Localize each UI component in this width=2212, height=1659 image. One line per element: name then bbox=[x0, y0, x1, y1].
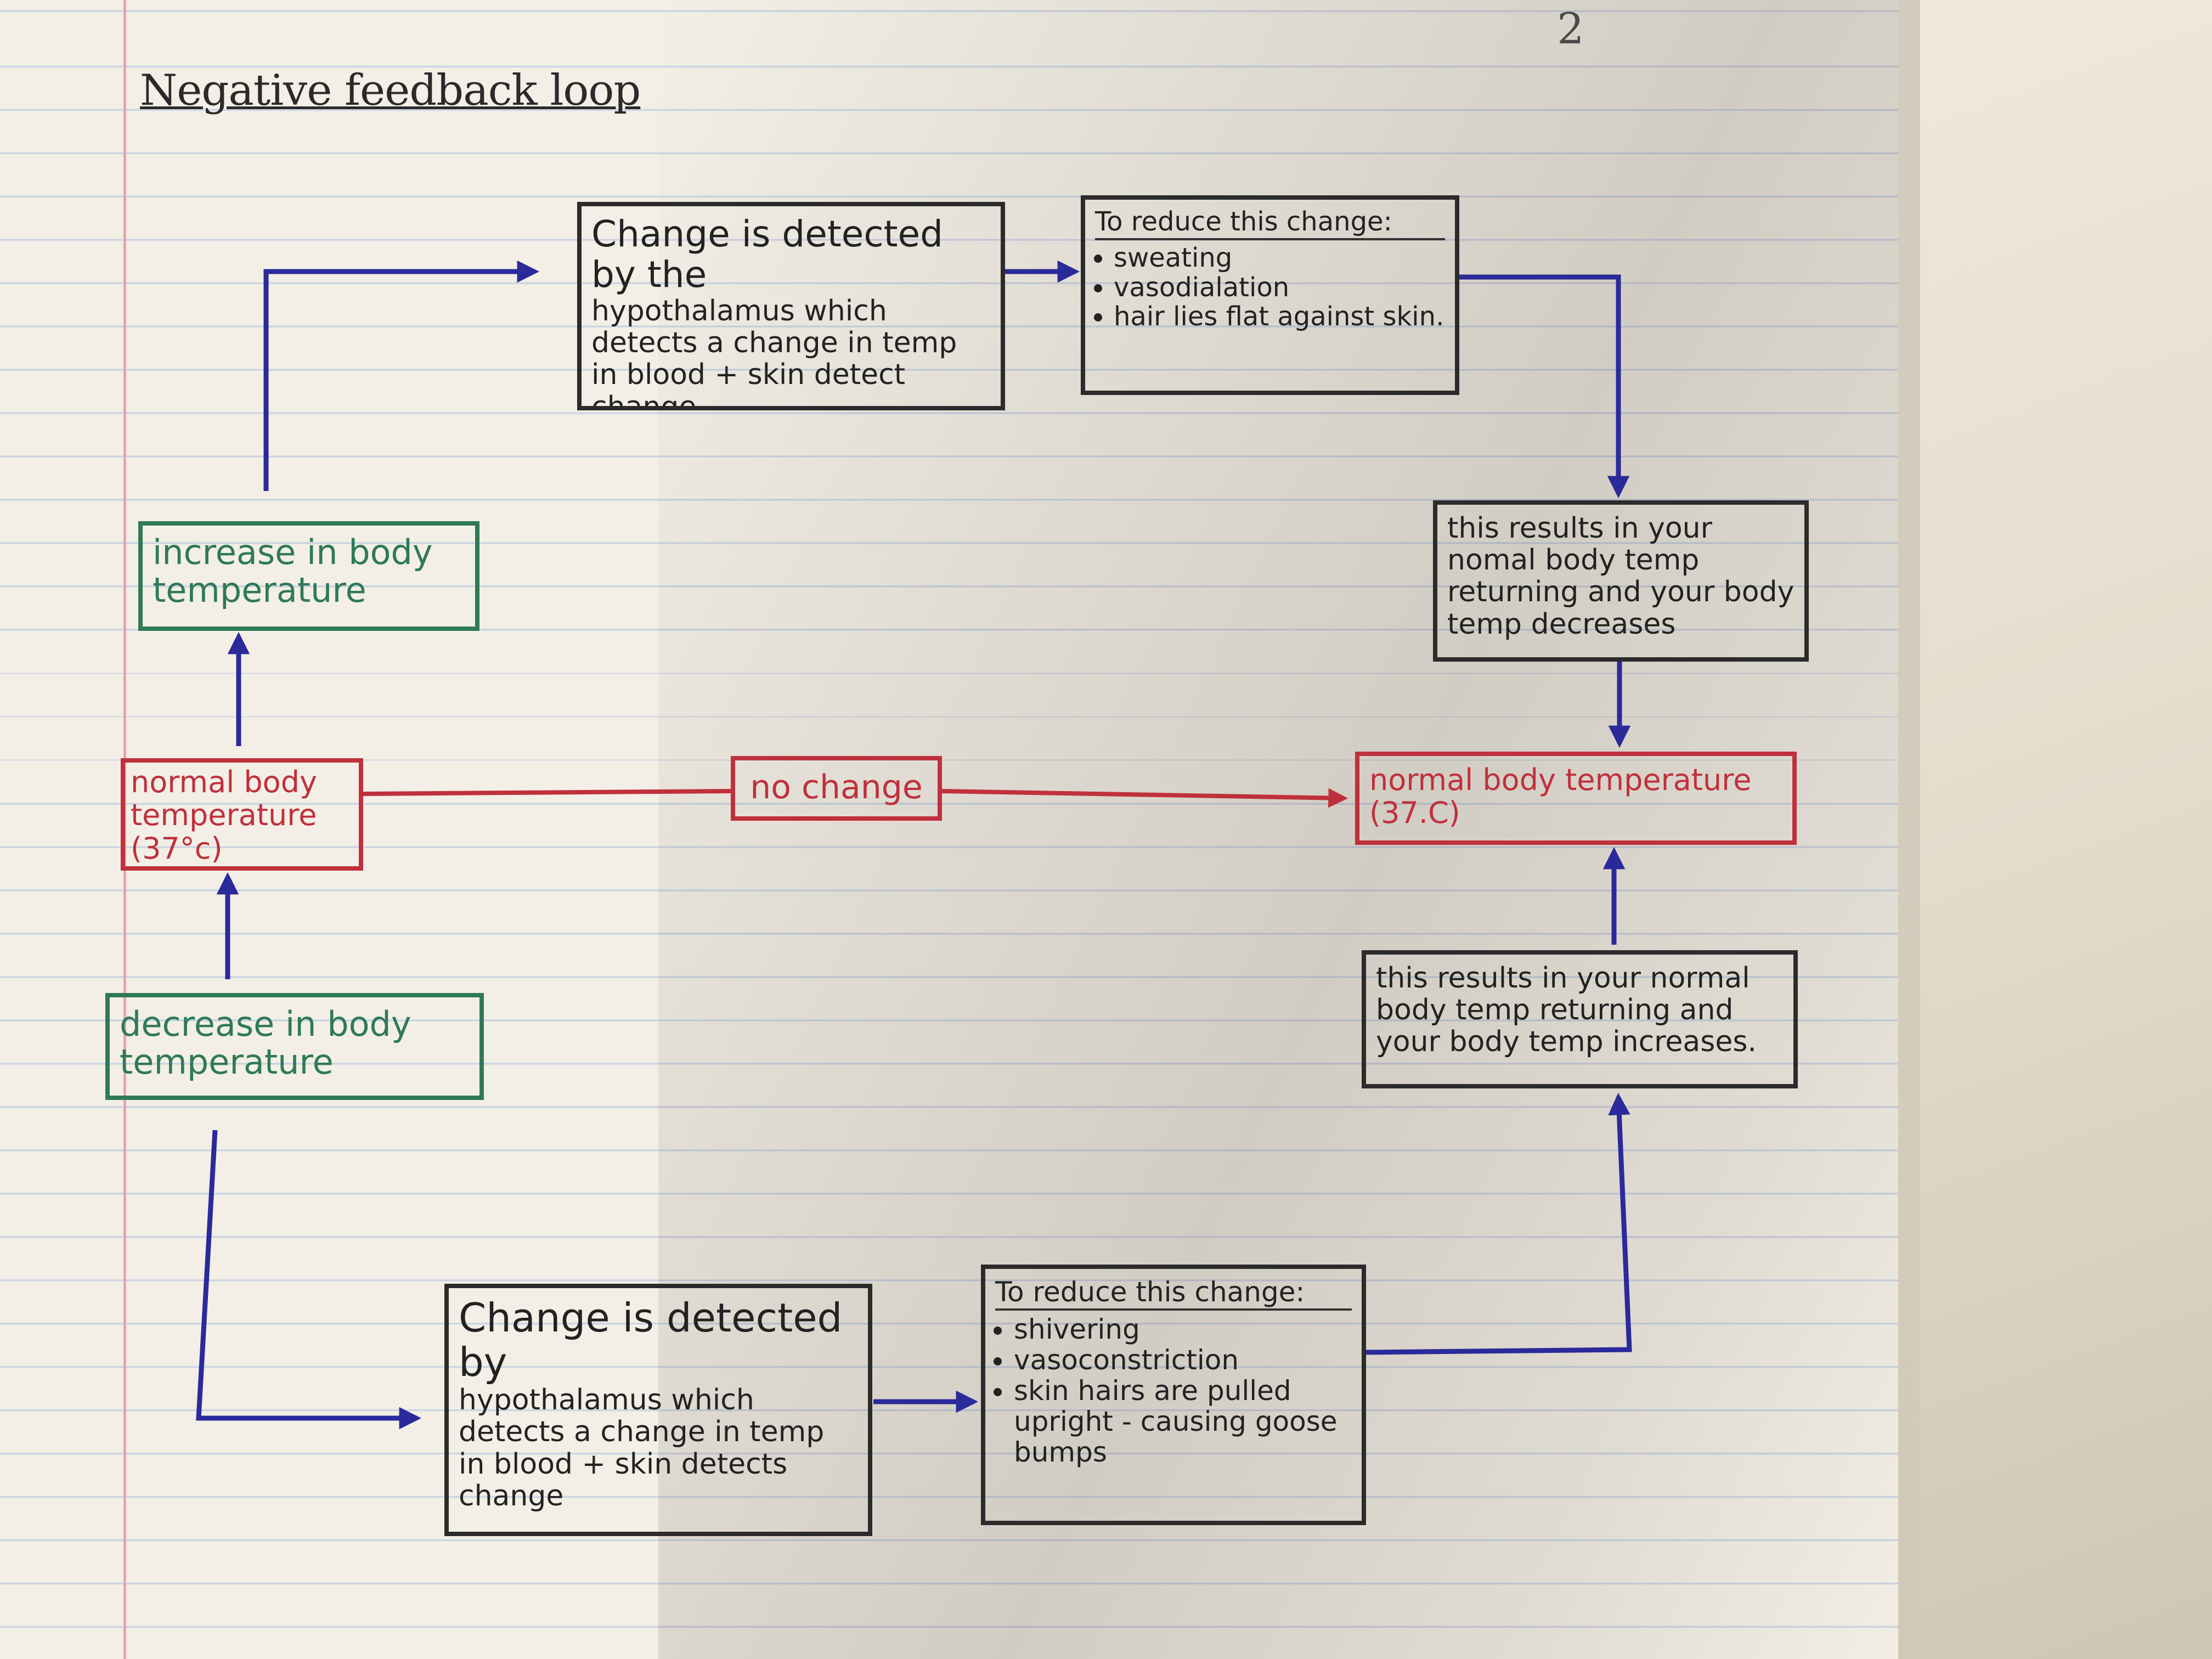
normal-right-text: normal body temperature (37.C) bbox=[1369, 763, 1752, 831]
reduce-change-box-bottom: To reduce this change: shivering vasocon… bbox=[981, 1265, 1366, 1525]
page-title: Negative feedback loop bbox=[140, 66, 641, 115]
reduce-item: skin hairs are pulled upright - causing … bbox=[1014, 1375, 1352, 1468]
normal-left-text: normal body temperature (37°c) bbox=[131, 765, 317, 866]
result-text: this results in your nomal body temp ret… bbox=[1447, 512, 1795, 641]
detect-lead-text: Change is detected by the bbox=[591, 213, 944, 296]
no-change-text: no change bbox=[750, 768, 923, 806]
arrow-increase-to-detect bbox=[263, 260, 540, 491]
reduce-header: To reduce this change: bbox=[1095, 207, 1445, 240]
normal-temp-box-left: normal body temperature (37°c) bbox=[121, 758, 363, 871]
detect-change-box-bottom: Change is detected by hypothalamus which… bbox=[444, 1284, 872, 1536]
result-text: this results in your normal body temp re… bbox=[1376, 962, 1757, 1059]
result-box-top: this results in your nomal body temp ret… bbox=[1433, 500, 1809, 662]
increase-temp-box: increase in body temperature bbox=[138, 521, 479, 631]
arrow-nochange-to-normal bbox=[941, 788, 1348, 808]
decrease-text: decrease in body temperature bbox=[120, 1004, 411, 1082]
detect-rest-text: hypothalamus which detects a change in t… bbox=[591, 294, 957, 410]
reduce-change-box-top: To reduce this change: sweating vasodial… bbox=[1081, 195, 1459, 395]
result-box-bottom: this results in your normal body temp re… bbox=[1362, 950, 1798, 1088]
detect-change-box-top: Change is detected by the hypothalamus w… bbox=[577, 202, 1005, 410]
arrow-normal-to-nochange bbox=[363, 789, 731, 796]
no-change-box: no change bbox=[731, 756, 942, 821]
normal-temp-box-right: normal body temperature (37.C) bbox=[1355, 752, 1797, 845]
detect-rest-text: hypothalamus which detects a change in t… bbox=[459, 1384, 825, 1513]
background-papers bbox=[1898, 0, 2212, 1659]
reduce-item: vasoconstriction bbox=[1014, 1345, 1352, 1375]
reduce-header: To reduce this change: bbox=[995, 1277, 1352, 1311]
arrow-decrease-to-detect bbox=[196, 1130, 422, 1430]
reduce-item: sweating bbox=[1114, 243, 1445, 273]
reduce-item: hair lies flat against skin. bbox=[1114, 302, 1445, 332]
page-number: 2 bbox=[1557, 4, 1584, 54]
reduce-item: shivering bbox=[1014, 1314, 1352, 1345]
arrow-reduce-to-result-top bbox=[1459, 274, 1630, 499]
reduce-item: vasodialation bbox=[1114, 273, 1445, 303]
arrow-reduce-to-result-bottom bbox=[1365, 1092, 1632, 1355]
decrease-temp-box: decrease in body temperature bbox=[105, 993, 484, 1100]
detect-lead-text: Change is detected by bbox=[459, 1295, 843, 1385]
increase-text: increase in body temperature bbox=[153, 532, 433, 611]
